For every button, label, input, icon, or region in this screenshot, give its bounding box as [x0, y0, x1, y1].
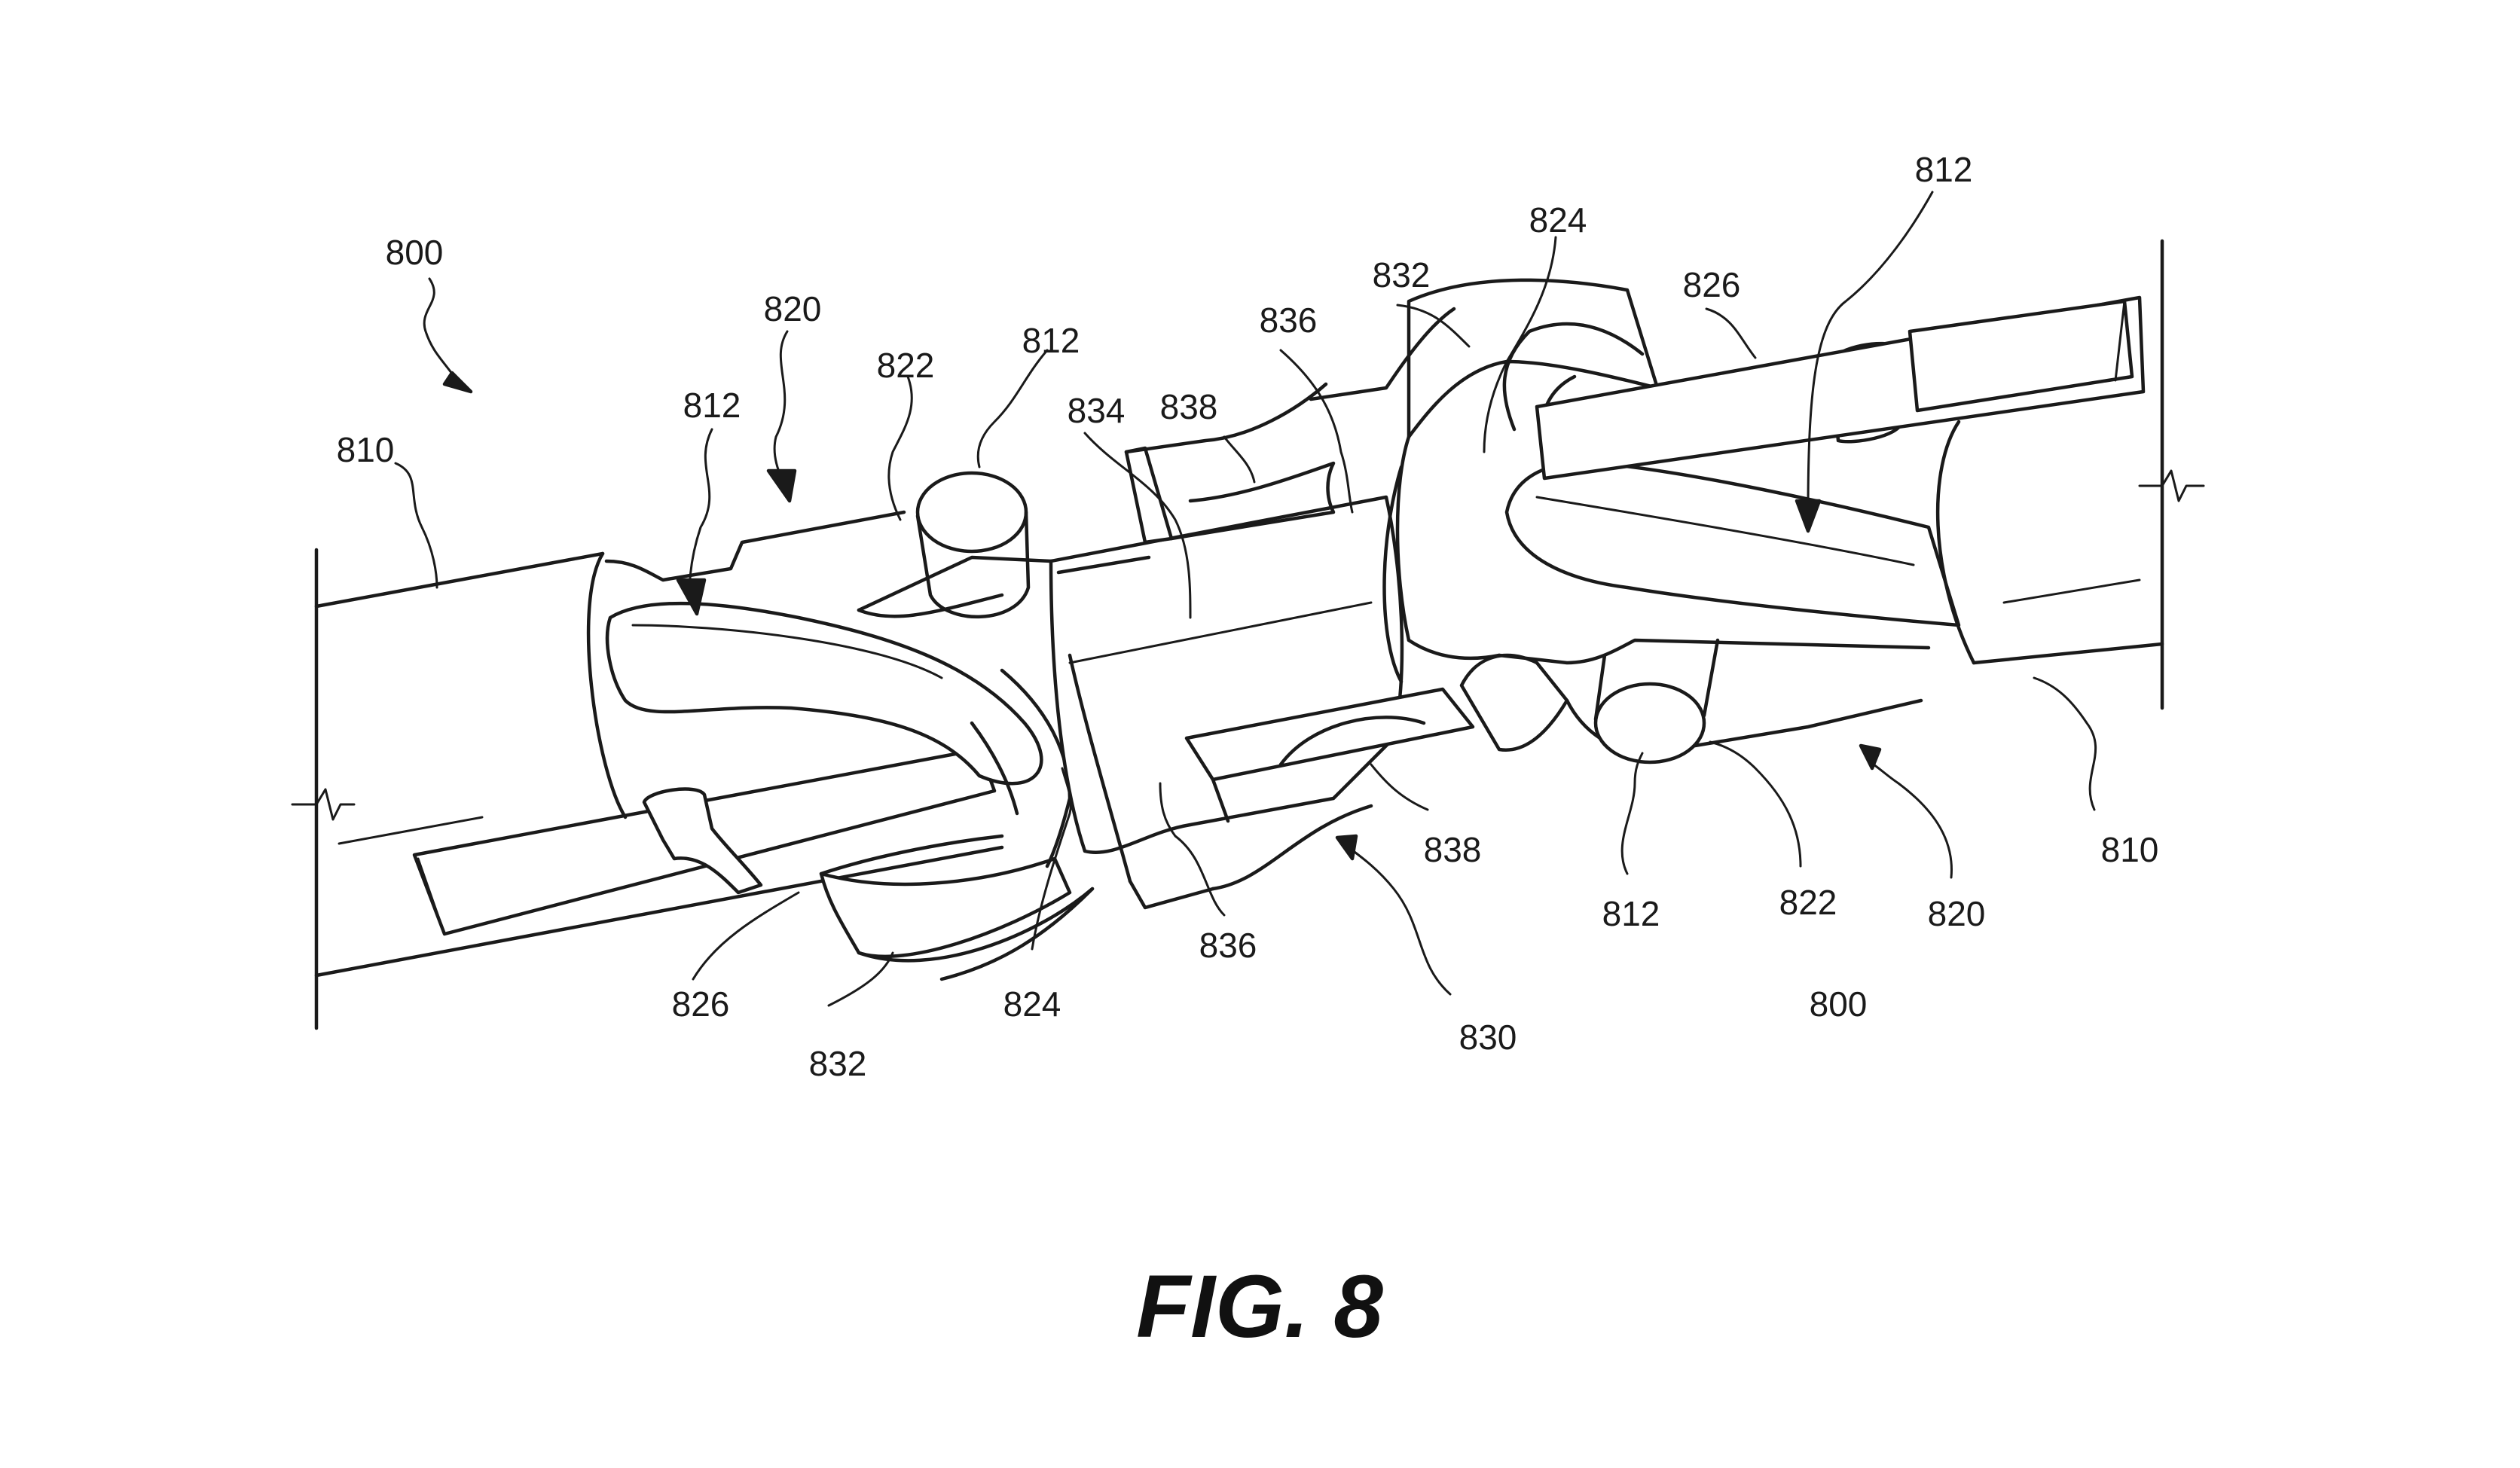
ref-812-right: 812 — [1914, 150, 1973, 189]
left-slot — [412, 747, 997, 936]
ref-838-upper: 838 — [1159, 387, 1218, 426]
ref-810-left: 810 — [336, 430, 395, 469]
ref-810-right: 810 — [2100, 830, 2159, 869]
ref-836-lower: 836 — [1199, 926, 1257, 965]
leader-lines — [394, 191, 2097, 1007]
ref-836-upper: 836 — [1259, 301, 1318, 340]
ref-820-left: 820 — [763, 289, 822, 328]
ref-822-left: 822 — [876, 346, 935, 385]
ref-826-upper: 826 — [1682, 265, 1741, 304]
ref-824-lower: 824 — [1003, 984, 1061, 1024]
figure-title: FIG. 8 — [1136, 1257, 1383, 1357]
ref-826-lower: 826 — [671, 984, 730, 1024]
ref-812-pin-left: 812 — [1022, 321, 1080, 360]
ref-824-upper: 824 — [1529, 200, 1587, 240]
left-clevis — [604, 471, 1057, 786]
right-shaft — [1535, 239, 2205, 710]
ref-830: 830 — [1459, 1018, 1517, 1057]
ref-812-pin-right: 812 — [1602, 894, 1660, 933]
ref-834: 834 — [1067, 391, 1126, 430]
ref-832-upper: 832 — [1372, 255, 1431, 295]
right-ring — [1309, 278, 1660, 752]
ref-820-right: 820 — [1927, 894, 1986, 933]
ref-812-left: 812 — [683, 386, 741, 425]
ref-832-lower: 832 — [808, 1044, 867, 1083]
left-shaft — [291, 548, 1004, 1030]
center-link — [939, 382, 1475, 981]
ref-822-right: 822 — [1779, 883, 1837, 922]
ref-838-lower: 838 — [1423, 830, 1482, 869]
ref-800-top: 800 — [385, 233, 444, 272]
ref-800-bottom: 800 — [1809, 984, 1868, 1024]
